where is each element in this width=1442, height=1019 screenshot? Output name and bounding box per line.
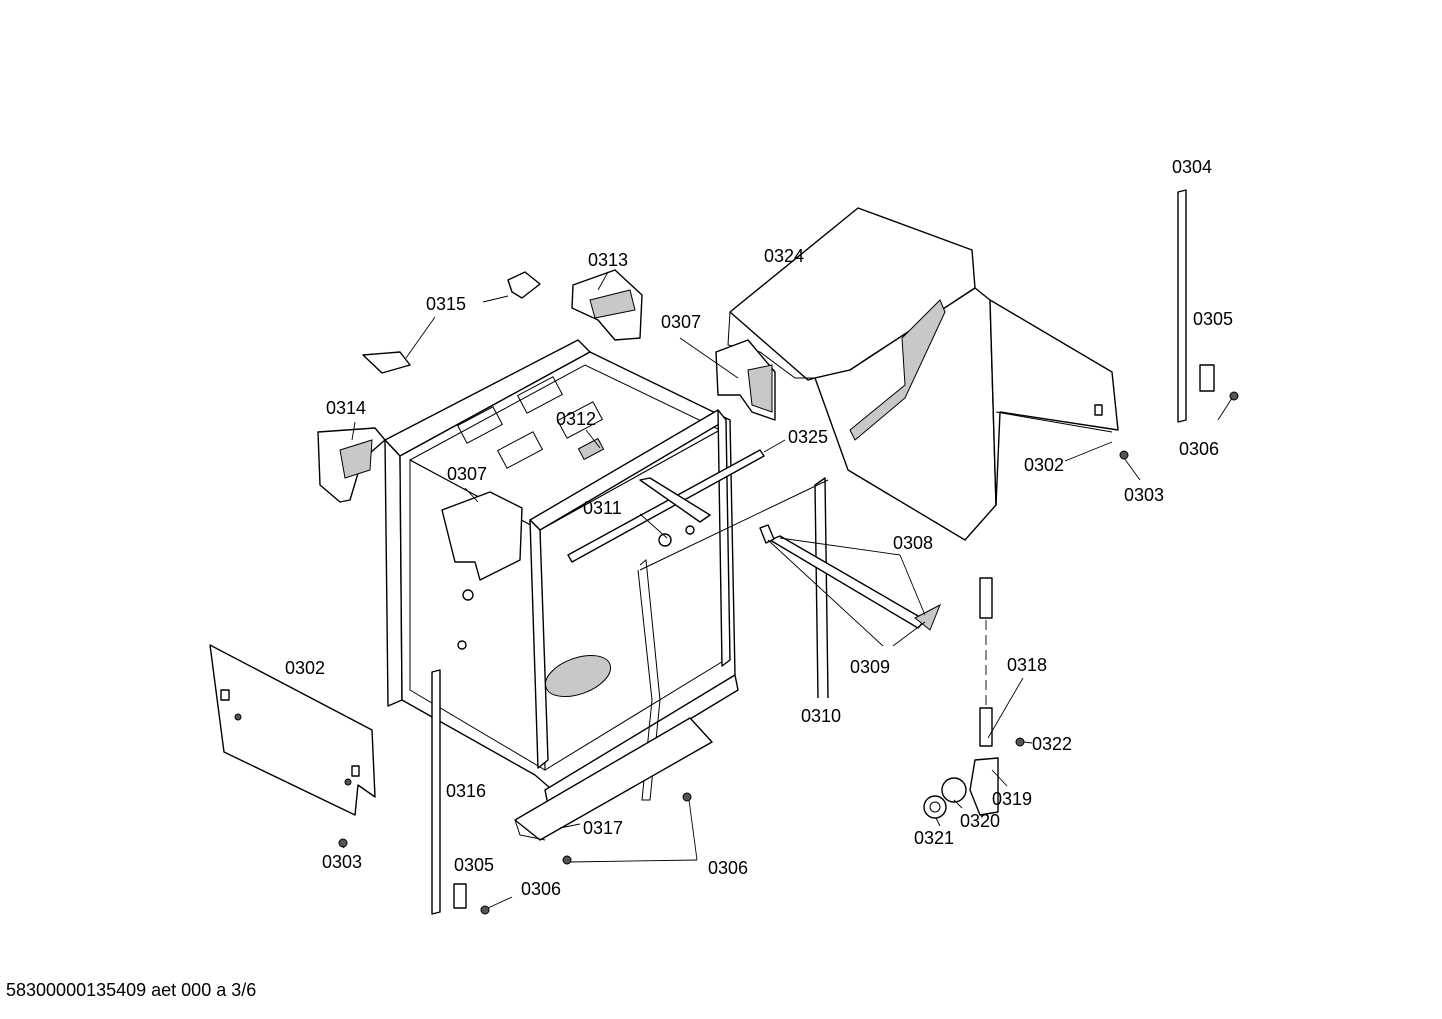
callout-0306-mid: 0306 <box>708 858 748 878</box>
callout-0305-left: 0305 <box>454 855 494 875</box>
drain-parts <box>923 577 999 819</box>
callout-0310: 0310 <box>801 706 841 726</box>
leader-lines <box>342 271 1233 909</box>
callout-0312: 0312 <box>556 409 596 429</box>
callout-0325: 0325 <box>788 427 828 447</box>
callout-0306-left: 0306 <box>521 879 561 899</box>
callout-0307-top: 0307 <box>661 312 701 332</box>
callout-0324: 0324 <box>764 246 804 266</box>
callout-0306-right: 0306 <box>1179 439 1219 459</box>
callout-0319: 0319 <box>992 789 1032 809</box>
callout-0315: 0315 <box>426 294 466 314</box>
seal-strips <box>431 189 1187 915</box>
callout-0322: 0322 <box>1032 734 1072 754</box>
door-frame <box>529 409 829 801</box>
callout-0318: 0318 <box>1007 655 1047 675</box>
callout-0303-right: 0303 <box>1124 485 1164 505</box>
rear-panel-assembly <box>727 207 1119 541</box>
callout-0308: 0308 <box>893 533 933 553</box>
callout-0309: 0309 <box>850 657 890 677</box>
callout-0303-left: 0303 <box>322 852 362 872</box>
callout-0313: 0313 <box>588 250 628 270</box>
callout-0302-right: 0302 <box>1024 455 1064 475</box>
bracket-0311 <box>639 477 711 547</box>
callout-0321: 0321 <box>914 828 954 848</box>
callout-0311: 0311 <box>583 498 622 518</box>
drawing-reference-code: 58300000135409 aet 000 a 3/6 <box>6 980 257 1000</box>
callout-0316: 0316 <box>446 781 486 801</box>
rail-0308 <box>759 524 941 631</box>
callout-labels: 0304 0324 0313 0315 0307 0305 0314 0312 … <box>285 157 1233 899</box>
callout-0305-right: 0305 <box>1193 309 1233 329</box>
kickplate-0317 <box>514 717 713 841</box>
callout-0317: 0317 <box>583 818 623 838</box>
callout-0314: 0314 <box>326 398 366 418</box>
callout-0302-left: 0302 <box>285 658 325 678</box>
callout-0307-left: 0307 <box>447 464 487 484</box>
left-panel-0302 <box>209 644 376 816</box>
callout-0304: 0304 <box>1172 157 1212 177</box>
small-brackets <box>317 269 776 581</box>
callout-0320: 0320 <box>960 811 1000 831</box>
screws <box>338 364 1239 915</box>
